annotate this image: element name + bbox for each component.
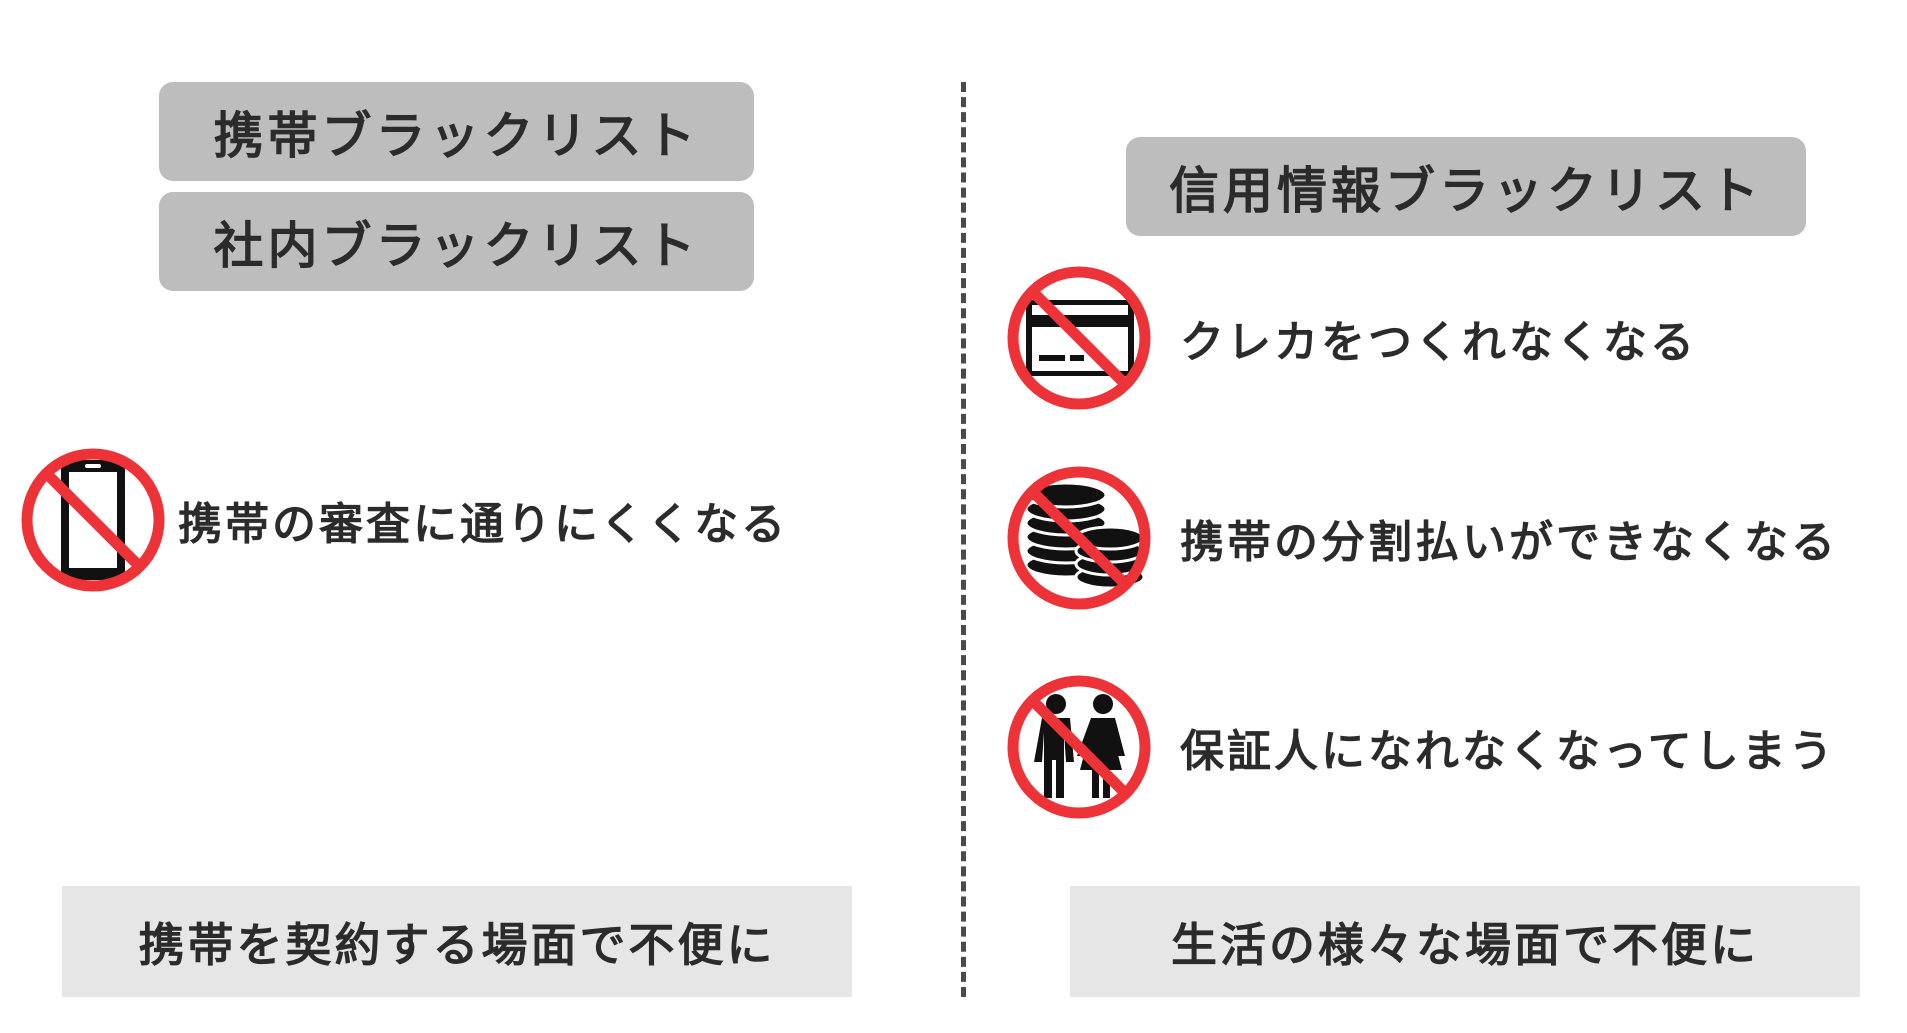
- tag-credit-info-blacklist: 信用情報ブラックリスト: [1126, 137, 1806, 236]
- no-guarantor-icon: [1007, 675, 1151, 819]
- consequence-label: 保証人になれなくなってしまう: [1180, 726, 1836, 777]
- tag-keitai-blacklist: 携帯ブラックリスト: [159, 82, 754, 181]
- consequence-item-phone-screening: 携帯の審査に通りにくくなる: [20, 447, 788, 593]
- footer-summary-right: 生活の様々な場面で不便に: [1070, 886, 1860, 997]
- no-coins-icon: [1007, 466, 1151, 610]
- no-smartphone-icon: [21, 448, 165, 592]
- footer-summary-left: 携帯を契約する場面で不便に: [62, 886, 852, 997]
- consequence-label: 携帯の分割払いができなくなる: [1180, 517, 1838, 568]
- consequence-item-guarantor: 保証人になれなくなってしまう: [1006, 674, 1836, 820]
- consequence-label: 携帯の審査に通りにくくなる: [178, 499, 789, 550]
- no-credit-card-icon: [1007, 266, 1151, 410]
- consequence-item-credit-card: クレカをつくれなくなる: [1006, 265, 1697, 411]
- tag-shanai-blacklist: 社内ブラックリスト: [159, 192, 754, 291]
- consequence-label: クレカをつくれなくなる: [1180, 317, 1697, 368]
- column-divider: [961, 82, 966, 997]
- consequence-item-installment: 携帯の分割払いができなくなる: [1006, 465, 1838, 611]
